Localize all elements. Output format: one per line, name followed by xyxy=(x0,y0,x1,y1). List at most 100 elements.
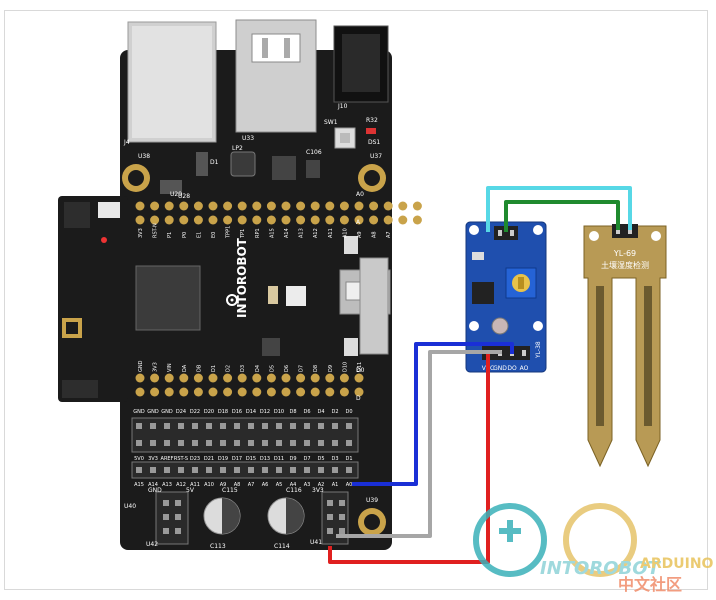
mid-pin-label: D10 xyxy=(342,362,348,372)
mid-pin-label: D1 xyxy=(211,365,217,372)
mount-hole-tl xyxy=(122,164,150,192)
soil-probe: YL-69 土壤湿度检测 xyxy=(583,224,667,468)
top-pin-pad-b xyxy=(369,215,379,225)
top-pin-pad-b xyxy=(135,215,145,225)
wifi-conn xyxy=(62,380,98,398)
wire-gray xyxy=(336,350,502,538)
header-top-label: D0 xyxy=(345,409,352,415)
digital-header-pins xyxy=(136,423,352,446)
mid-pin-label: D9 xyxy=(328,365,334,372)
top-pin-label: A9 xyxy=(357,231,363,238)
header-pin-bottom xyxy=(136,440,142,446)
analog-label: A9 xyxy=(220,482,227,488)
crystal xyxy=(286,286,306,306)
header-pin-bottom xyxy=(150,440,156,446)
analog-pin xyxy=(318,467,324,473)
mid-pin-pad-b xyxy=(223,387,233,397)
out-pin-ao xyxy=(522,350,526,356)
label-u41: U41 xyxy=(310,539,322,546)
top-pin-pad-a xyxy=(296,201,306,211)
header-bottom-label: D1 xyxy=(345,456,352,462)
analog-pin xyxy=(234,467,240,473)
cap-c106 xyxy=(306,160,320,178)
reset-button-side xyxy=(98,202,120,218)
mid-pin-pad-a xyxy=(223,373,233,383)
top-pin-pad-a xyxy=(281,201,291,211)
header-pin-bottom xyxy=(220,440,226,446)
watermark-ring-left xyxy=(473,503,547,577)
mid-pin-label: D11 xyxy=(357,362,363,372)
small-header-pin xyxy=(163,500,169,506)
label-a0-right: A0 xyxy=(356,191,364,198)
label-u42: U42 xyxy=(146,541,158,548)
mid-pin-pad-b xyxy=(179,387,189,397)
label-c115: C115 xyxy=(222,487,238,494)
label-r32: R32 xyxy=(366,117,378,124)
analog-pin xyxy=(150,467,156,473)
top-pin-pad-a xyxy=(150,201,160,211)
header-pin-top xyxy=(136,423,142,429)
top-pin-pad-b xyxy=(266,215,276,225)
top-pin-pad-b xyxy=(164,215,174,225)
top-pin-pad-b xyxy=(412,215,422,225)
top-pin-pad-a xyxy=(339,201,349,211)
top-pin-pad-a xyxy=(135,201,145,211)
top-pin-label: A6 xyxy=(401,231,407,238)
mid-pin-pad-a xyxy=(281,373,291,383)
mid-pin-pad-a xyxy=(266,373,276,383)
header-top-label: GND xyxy=(147,409,159,415)
mid-pin-label: 3V3 xyxy=(153,362,159,372)
analog-pin xyxy=(192,467,198,473)
top-pin-pad-b xyxy=(237,215,247,225)
top-pin-label: P0 xyxy=(182,232,188,238)
header-pin-top xyxy=(220,423,226,429)
mid-pin-pad-a xyxy=(354,373,364,383)
analog-pin xyxy=(136,467,142,473)
mid-pin-label: VIN xyxy=(167,363,173,372)
label-lp2: LP2 xyxy=(232,145,243,152)
probe-pin-2 xyxy=(510,230,514,236)
top-pin-pad-b xyxy=(208,215,218,225)
top-pin-pad-b xyxy=(223,215,233,225)
analog-pin xyxy=(248,467,254,473)
inductor-lp2 xyxy=(230,151,256,177)
wire-cyan xyxy=(486,186,632,232)
small-header-pin xyxy=(339,500,345,506)
label-d1: D1 xyxy=(210,159,219,166)
analog-label: A8 xyxy=(234,482,241,488)
wire-red xyxy=(328,354,490,564)
label-j4: J4 xyxy=(123,139,130,146)
module-pin-label: GND xyxy=(493,365,507,372)
header-pin-top xyxy=(276,423,282,429)
wifi-led xyxy=(101,237,107,243)
watermark: INTOROBOT ARDUINO 中文社区 xyxy=(473,503,714,594)
probe-trace-right xyxy=(644,286,652,426)
header-pin-top xyxy=(318,423,324,429)
label-u40: U40 xyxy=(124,503,136,510)
mid-pin-pad-a xyxy=(296,373,306,383)
header-pin-bottom xyxy=(234,440,240,446)
module-hole-1 xyxy=(469,225,479,235)
wire-green xyxy=(504,200,620,232)
analog-header-pins xyxy=(136,467,352,473)
header-bottom-label: 5V0 xyxy=(134,456,144,462)
top-pin-label: A7 xyxy=(386,231,392,238)
tactile-btn-2 xyxy=(344,338,358,356)
header-top-label: D4 xyxy=(317,409,324,415)
top-pin-label: A15 xyxy=(269,228,275,238)
mid-pin-pad-b xyxy=(310,387,320,397)
wifi-chip xyxy=(64,202,90,228)
analog-label: A11 xyxy=(190,482,200,488)
label-u38: U38 xyxy=(138,153,150,160)
header-pin-top xyxy=(248,423,254,429)
header-pin-bottom xyxy=(318,440,324,446)
header-pin-bottom xyxy=(248,440,254,446)
top-pin-pad-b xyxy=(296,215,306,225)
small-header-pin xyxy=(163,528,169,534)
analog-label: A3 xyxy=(304,482,311,488)
analog-label: A12 xyxy=(176,482,186,488)
